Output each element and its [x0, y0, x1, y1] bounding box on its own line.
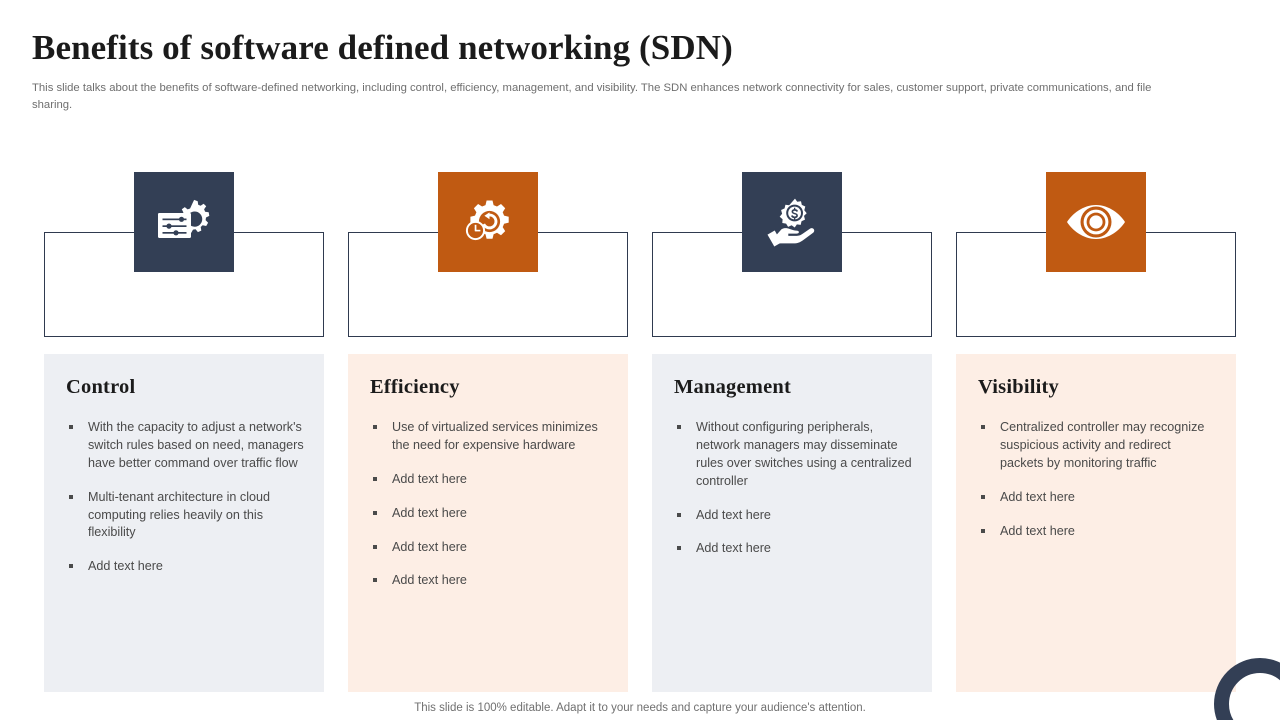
list-item: Add text here: [674, 540, 912, 558]
bullet-marker: [373, 510, 377, 515]
page-title: Benefits of software defined networking …: [32, 28, 733, 67]
corner-ring-decoration: [1188, 656, 1280, 720]
bullet-marker: [981, 494, 985, 499]
bullet-marker: [69, 494, 73, 499]
list-item-text: Add text here: [392, 505, 467, 520]
hand-holding-gear-dollar-icon: [742, 172, 842, 272]
card-panel-control: Control With the capacity to adjust a ne…: [44, 354, 324, 692]
card-title-control: Control: [66, 376, 136, 398]
card-bullets-visibility: Centralized controller may recognize sus…: [978, 419, 1216, 540]
list-item: Use of virtualized services minimizes th…: [370, 419, 608, 455]
bullet-marker: [69, 564, 73, 569]
list-item: Without configuring peripherals, network…: [674, 419, 912, 491]
bullet-marker: [373, 476, 377, 481]
bullet-marker: [69, 425, 73, 429]
list-item: With the capacity to adjust a network's …: [66, 419, 304, 473]
list-item: Add text here: [370, 505, 608, 523]
list-item-text: Add text here: [696, 541, 771, 556]
card-title-visibility: Visibility: [978, 376, 1059, 398]
list-item: Add text here: [978, 523, 1216, 541]
card-bullets-management: Without configuring peripherals, network…: [674, 419, 912, 558]
list-item-text: Without configuring peripherals, network…: [696, 420, 912, 488]
benefit-card-efficiency[interactable]: Efficiency Use of virtualized services m…: [348, 172, 628, 692]
list-item: Multi-tenant architecture in cloud compu…: [66, 489, 304, 543]
list-item-text: Add text here: [88, 559, 163, 574]
bullet-marker: [373, 578, 377, 583]
eye-icon: [1046, 172, 1146, 272]
list-item-text: Add text here: [392, 573, 467, 588]
bullet-marker: [981, 425, 985, 429]
list-item-text: Add text here: [696, 507, 771, 522]
bullet-marker: [677, 546, 681, 551]
settings-sliders-gear-icon: [134, 172, 234, 272]
list-item: Add text here: [66, 558, 304, 576]
list-item-text: Add text here: [1000, 489, 1075, 504]
list-item: Add text here: [674, 507, 912, 525]
list-item: Add text here: [370, 539, 608, 557]
card-bullets-efficiency: Use of virtualized services minimizes th…: [370, 419, 608, 590]
list-item: Centralized controller may recognize sus…: [978, 419, 1216, 473]
list-item-text: Multi-tenant architecture in cloud compu…: [88, 489, 271, 540]
bullet-marker: [981, 528, 985, 533]
bullet-marker: [677, 512, 681, 517]
list-item: Add text here: [370, 471, 608, 489]
list-item: Add text here: [978, 489, 1216, 507]
list-item-text: Add text here: [1000, 523, 1075, 538]
benefit-card-management[interactable]: Management Without configuring periphera…: [652, 172, 932, 692]
ring-shape: [1214, 658, 1280, 720]
benefit-card-visibility[interactable]: Visibility Centralized controller may re…: [956, 172, 1236, 692]
slide-header: Benefits of software defined networking …: [32, 28, 1212, 113]
list-item-text: Centralized controller may recognize sus…: [1000, 420, 1205, 470]
slide-subtitle: This slide talks about the benefits of s…: [32, 82, 1152, 111]
gear-clock-refresh-icon: [438, 172, 538, 272]
benefit-card-control[interactable]: Control With the capacity to adjust a ne…: [44, 172, 324, 692]
list-item-text: Add text here: [392, 471, 467, 486]
bullet-marker: [373, 544, 377, 549]
card-panel-visibility: Visibility Centralized controller may re…: [956, 354, 1236, 692]
bullet-marker: [677, 425, 681, 429]
list-item-text: Add text here: [392, 539, 467, 554]
card-bullets-control: With the capacity to adjust a network's …: [66, 419, 304, 576]
list-item-text: Use of virtualized services minimizes th…: [392, 420, 598, 452]
list-item-text: With the capacity to adjust a network's …: [88, 420, 304, 470]
card-panel-management: Management Without configuring periphera…: [652, 354, 932, 692]
benefit-cards-row: Control With the capacity to adjust a ne…: [44, 172, 1236, 692]
card-title-management: Management: [674, 376, 792, 398]
footer-note: This slide is 100% editable. Adapt it to…: [414, 702, 866, 714]
list-item: Add text here: [370, 572, 608, 590]
card-panel-efficiency: Efficiency Use of virtualized services m…: [348, 354, 628, 692]
bullet-marker: [373, 425, 377, 429]
card-title-efficiency: Efficiency: [370, 376, 460, 398]
